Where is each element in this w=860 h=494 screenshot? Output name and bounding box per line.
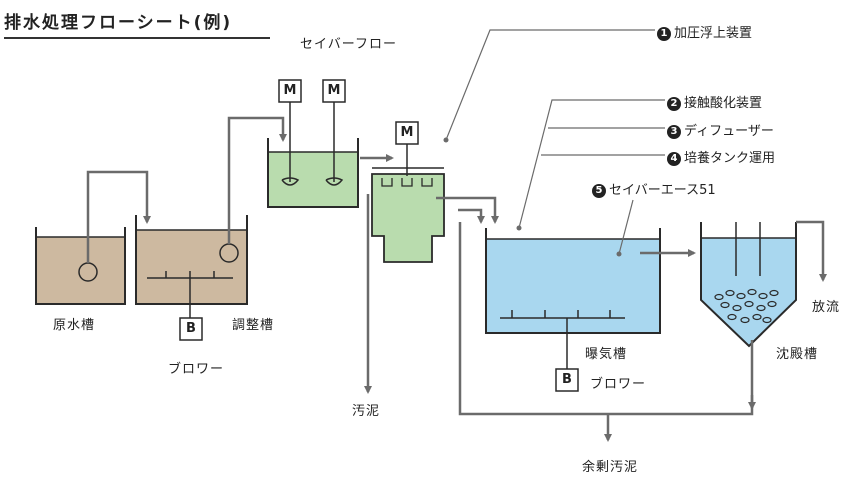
callout-1-number: 1	[657, 27, 671, 41]
settling-baffle	[735, 222, 761, 276]
title-underline	[4, 37, 270, 39]
raw-tank-label: 原水槽	[53, 318, 96, 333]
aeration-tank-label: 曝気槽	[585, 347, 628, 362]
mixing-tank-water	[268, 152, 358, 207]
blower-right-box	[555, 368, 579, 392]
settling-tank-wall	[700, 222, 797, 348]
blower-left-symbol: B	[186, 321, 196, 336]
adjust-tank-label: 調整槽	[232, 318, 275, 333]
leader-5-dot	[616, 251, 622, 257]
pipe-flotation-to-aeration-2	[458, 208, 485, 224]
callout-4-number: 4	[667, 152, 681, 166]
aeration-tank-wall	[485, 228, 661, 334]
discharge-label: 放流	[812, 300, 841, 315]
mixer-1-blade	[281, 177, 300, 186]
blower-right-label: ブロワー	[590, 377, 647, 392]
excess-sludge-label: 余剰汚泥	[582, 460, 639, 475]
mixing-tank-wall	[267, 138, 359, 208]
sludge-label: 汚泥	[352, 404, 381, 419]
callout-2-text: 接触酸化装置	[684, 96, 763, 111]
callout-4-text: 培養タンク運用	[684, 151, 776, 166]
motor-2-label: M	[327, 83, 341, 98]
raw-tank-water	[36, 237, 125, 304]
motor-3-label: M	[400, 125, 414, 140]
subtitle: セイバーフロー	[300, 37, 397, 52]
blower-right-symbol: B	[562, 372, 572, 387]
settling-tank-label: 沈殿槽	[776, 347, 819, 362]
pipe-raw-to-adjust	[86, 170, 151, 263]
blower-left-box	[179, 317, 203, 341]
aeration-diffuser	[500, 310, 625, 319]
scraper-paddles	[381, 178, 433, 187]
aeration-tank-water	[486, 239, 660, 333]
callout-3-text: ディフューザー	[684, 124, 774, 139]
adjust-tank-wall	[135, 215, 248, 305]
pipe-flotation-to-aeration	[436, 196, 499, 224]
callout-3-number: 3	[667, 125, 681, 139]
blower-left-label: ブロワー	[168, 362, 225, 377]
pipe-settling-return	[458, 222, 754, 416]
sludge-flocs	[714, 288, 779, 324]
raw-tank-wall	[35, 227, 126, 305]
callout-1-text: 加圧浮上装置	[674, 26, 753, 41]
leader-5	[618, 199, 634, 255]
leader-1-dot	[443, 137, 449, 143]
mixer-2-blade	[325, 177, 344, 186]
callout-5-number: 5	[592, 184, 606, 198]
leader-2	[518, 99, 665, 229]
callout-2-number: 2	[667, 97, 681, 111]
leader-1	[445, 29, 655, 141]
page-title: 排水処理フローシート(例)	[4, 13, 233, 33]
leader-2-dot	[516, 225, 522, 231]
motor-1-label: M	[283, 83, 297, 98]
adjust-tank-water	[136, 230, 247, 304]
pipe-adjust-to-mixing	[227, 116, 287, 244]
callout-5-text: セイバーエース51	[609, 183, 716, 198]
flotation-body	[371, 173, 445, 263]
pipe-settling-discharge	[796, 220, 827, 282]
